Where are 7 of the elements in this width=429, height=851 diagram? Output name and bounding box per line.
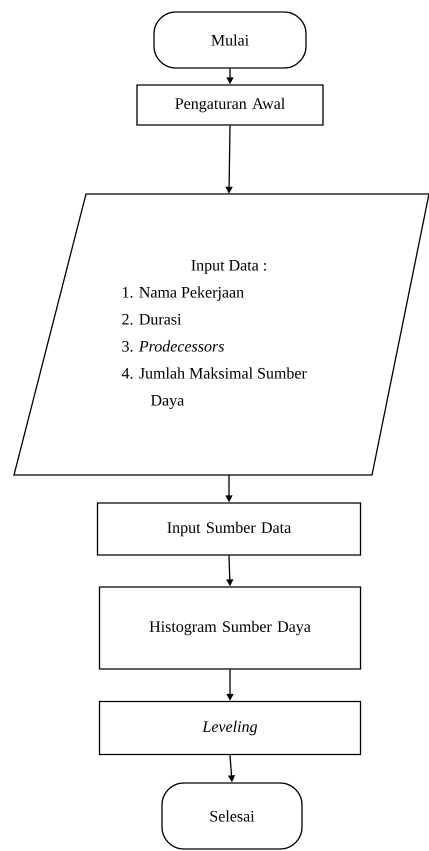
- end-terminal: Selesai: [161, 782, 303, 850]
- process-box: Pengaturan Awal: [136, 84, 324, 126]
- input-parallelogram: Input Data : 1. Nama Pekerjaan 2. Durasi 3. Prodecessors 4. Jumlah Maksimal Sumber Daya: [13, 193, 429, 476]
- process-box: Input Sumber Data: [96, 502, 362, 556]
- start-terminal: Mulai: [153, 11, 307, 69]
- process-box: Histogram Sumber Daya: [98, 586, 362, 670]
- process-box: Leveling: [98, 700, 362, 756]
